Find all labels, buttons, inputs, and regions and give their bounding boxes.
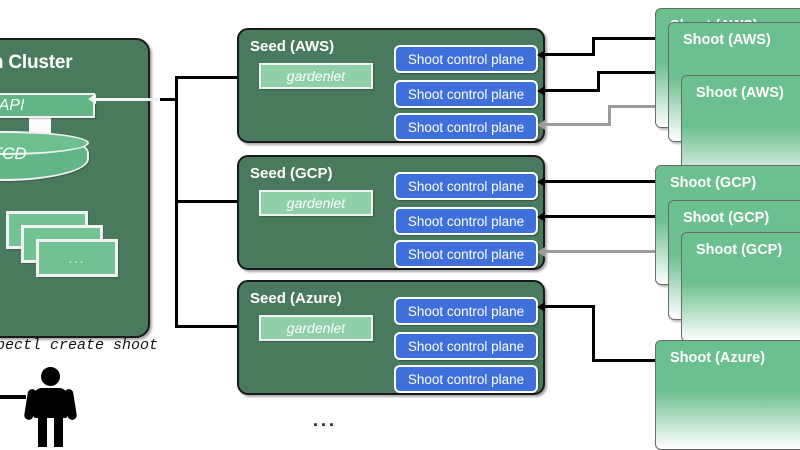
api-arrow-icon [88, 94, 96, 104]
garden-cluster-title: Garden Cluster [0, 52, 73, 73]
shoot-control-plane[interactable]: Shoot control plane [394, 80, 538, 108]
user-connector-line [0, 395, 26, 399]
shoot-control-plane[interactable]: Shoot control plane [394, 207, 538, 235]
gardenlet-gcp: gardenlet [259, 190, 373, 216]
connector-azure-1 [545, 305, 595, 308]
shoot-label: Shoot (Azure) [670, 350, 766, 366]
gardenlet-azure: gardenlet [259, 315, 373, 341]
person-icon [41, 367, 60, 386]
connector-aws-2 [597, 71, 600, 92]
seed-box-gcp: Seed (GCP) gardenlet Shoot control plane… [237, 155, 545, 270]
more-seeds-ellipsis: ... [312, 410, 337, 430]
connector-gcp-2 [545, 215, 673, 218]
shoot-control-plane[interactable]: Shoot control plane [394, 45, 538, 73]
seed-title: Seed (GCP) [250, 165, 333, 182]
seed-title: Seed (AWS) [250, 38, 335, 55]
connector-aws-1 [545, 53, 595, 56]
seed-box-aws: Seed (AWS) gardenlet Shoot control plane… [237, 28, 545, 143]
shoot-label: Shoot (AWS) [683, 32, 771, 48]
api-etcd-connector [29, 118, 51, 134]
shoot-card-azure-1[interactable]: Shoot (Azure) [655, 340, 800, 450]
shoot-control-plane[interactable]: Shoot control plane [394, 113, 538, 141]
connector-aws-3 [608, 105, 611, 126]
shoot-label: Shoot (GCP) [670, 175, 757, 191]
scp-arrow-icon [537, 212, 545, 222]
seed-branch-gcp [175, 200, 257, 203]
connector-aws-1 [592, 37, 660, 40]
connector-aws-1 [592, 37, 595, 56]
garden-cluster-box [0, 38, 150, 338]
etcd-label: ETCD [0, 144, 27, 163]
shoot-control-plane[interactable]: Shoot control plane [394, 332, 538, 360]
seed-box-azure: Seed (Azure) gardenlet Shoot control pla… [237, 280, 545, 395]
scp-arrow-icon [537, 177, 545, 187]
person-icon [38, 413, 47, 447]
connector-aws-2 [545, 89, 600, 92]
shoot-label: Shoot (GCP) [683, 210, 770, 226]
connector-aws-2 [597, 71, 673, 74]
shoot-label: Shoot (AWS) [696, 85, 784, 101]
shoot-control-plane[interactable]: Shoot control plane [394, 172, 538, 200]
scp-arrow-icon [537, 247, 545, 257]
garden-trunk-stub [160, 98, 178, 101]
connector-aws-3 [608, 105, 686, 108]
api-feeder-line [96, 98, 176, 101]
garden-api-box: API [0, 93, 95, 118]
garden-resource-card: ... [36, 239, 118, 277]
connector-aws-3 [545, 123, 611, 126]
connector-gcp-1 [545, 180, 660, 183]
seed-title: Seed (Azure) [250, 290, 342, 307]
connector-gcp-3 [545, 250, 686, 253]
shoot-label: Shoot (GCP) [696, 242, 783, 258]
seed-branch-azure [175, 325, 257, 328]
shoot-control-plane[interactable]: Shoot control plane [394, 240, 538, 268]
shoot-control-plane[interactable]: Shoot control plane [394, 297, 538, 325]
scp-arrow-icon [537, 120, 545, 130]
connector-azure-1 [592, 305, 595, 362]
kubectl-command-label: kubectl create shoot [0, 337, 159, 354]
connector-azure-1 [592, 359, 661, 362]
scp-arrow-icon [537, 50, 545, 60]
scp-arrow-icon [537, 86, 545, 96]
scp-arrow-icon [537, 302, 545, 312]
seed-branch-aws [175, 76, 257, 79]
shoot-control-plane[interactable]: Shoot control plane [394, 365, 538, 393]
gardenlet-aws: gardenlet [259, 63, 373, 89]
shoot-card-gcp-3[interactable]: Shoot (GCP) [681, 232, 800, 342]
person-icon [54, 413, 63, 447]
